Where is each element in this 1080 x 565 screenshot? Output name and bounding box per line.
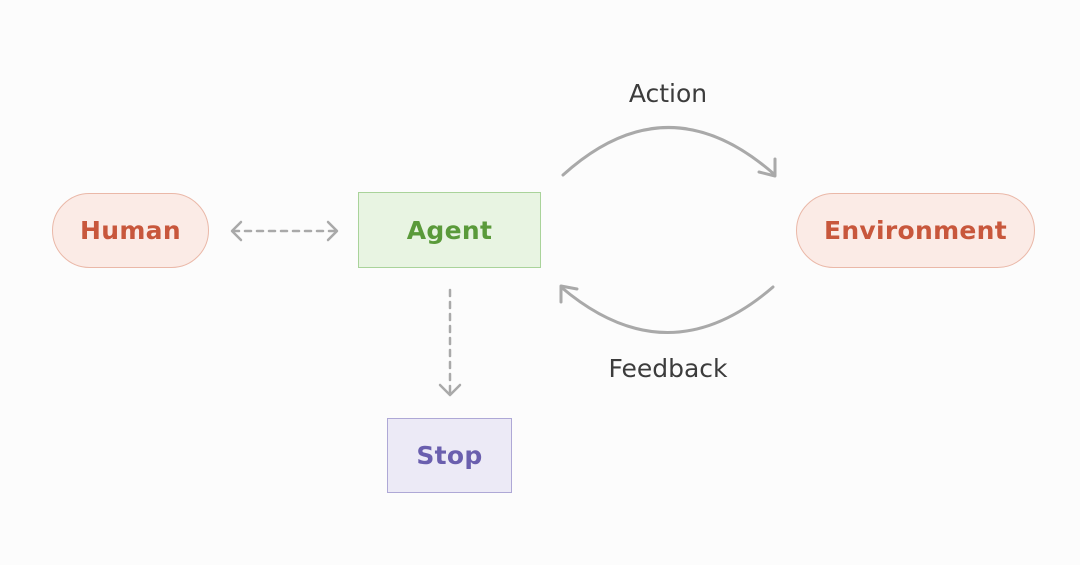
environment-node: Environment (796, 193, 1035, 268)
agent-stop-dashed-arrow (438, 288, 462, 397)
agent-label: Agent (406, 215, 493, 245)
action-arrow (561, 126, 777, 178)
agent-node: Agent (358, 192, 541, 268)
action-label: Action (628, 79, 708, 108)
stop-node: Stop (387, 418, 512, 493)
environment-label: Environment (823, 216, 1008, 245)
human-node: Human (52, 193, 209, 268)
feedback-label: Feedback (608, 354, 728, 383)
human-label: Human (80, 216, 181, 245)
human-agent-dashed-arrow (230, 220, 339, 242)
stop-label: Stop (416, 441, 483, 470)
feedback-arrow (559, 284, 775, 334)
